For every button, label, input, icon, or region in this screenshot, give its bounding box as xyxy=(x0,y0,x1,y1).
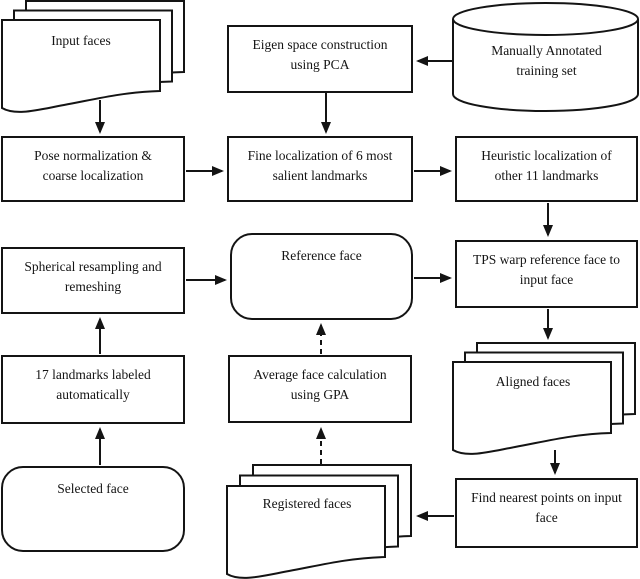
label-input-faces: Input faces xyxy=(51,33,111,48)
label-aligned-faces: Aligned faces xyxy=(495,374,571,389)
node-tps-warp: TPS warp reference face to input face xyxy=(455,240,638,308)
node-fine-localization: Fine localization of 6 most salient land… xyxy=(227,136,413,202)
training-set-database-icon xyxy=(452,2,639,112)
node-spherical-resampling: Spherical resampling and remeshing xyxy=(1,247,185,314)
node-average-face-calculation: Average face calculation using GPA xyxy=(228,355,412,423)
label-training-set: Manually Annotated training set xyxy=(491,43,602,78)
node-17-landmarks: 17 landmarks labeled automatically xyxy=(1,355,185,424)
arrows-group xyxy=(95,56,560,521)
database-top xyxy=(452,2,639,36)
label-registered-faces: Registered faces xyxy=(262,496,352,511)
database-body xyxy=(452,19,639,112)
registered-faces-stack-icon xyxy=(226,464,412,579)
node-find-nearest-points: Find nearest points on input face xyxy=(455,478,638,548)
node-eigen-space-construction: Eigen space construction using PCA xyxy=(227,25,413,93)
node-pose-normalization: Pose normalization & coarse localization xyxy=(1,136,185,202)
node-reference-face: Reference face xyxy=(230,233,413,320)
node-heuristic-localization: Heuristic localization of other 11 landm… xyxy=(455,136,638,202)
node-selected-face: Selected face xyxy=(1,466,185,552)
input-faces-stack-icon xyxy=(1,0,185,113)
aligned-faces-stack-icon xyxy=(452,342,636,455)
